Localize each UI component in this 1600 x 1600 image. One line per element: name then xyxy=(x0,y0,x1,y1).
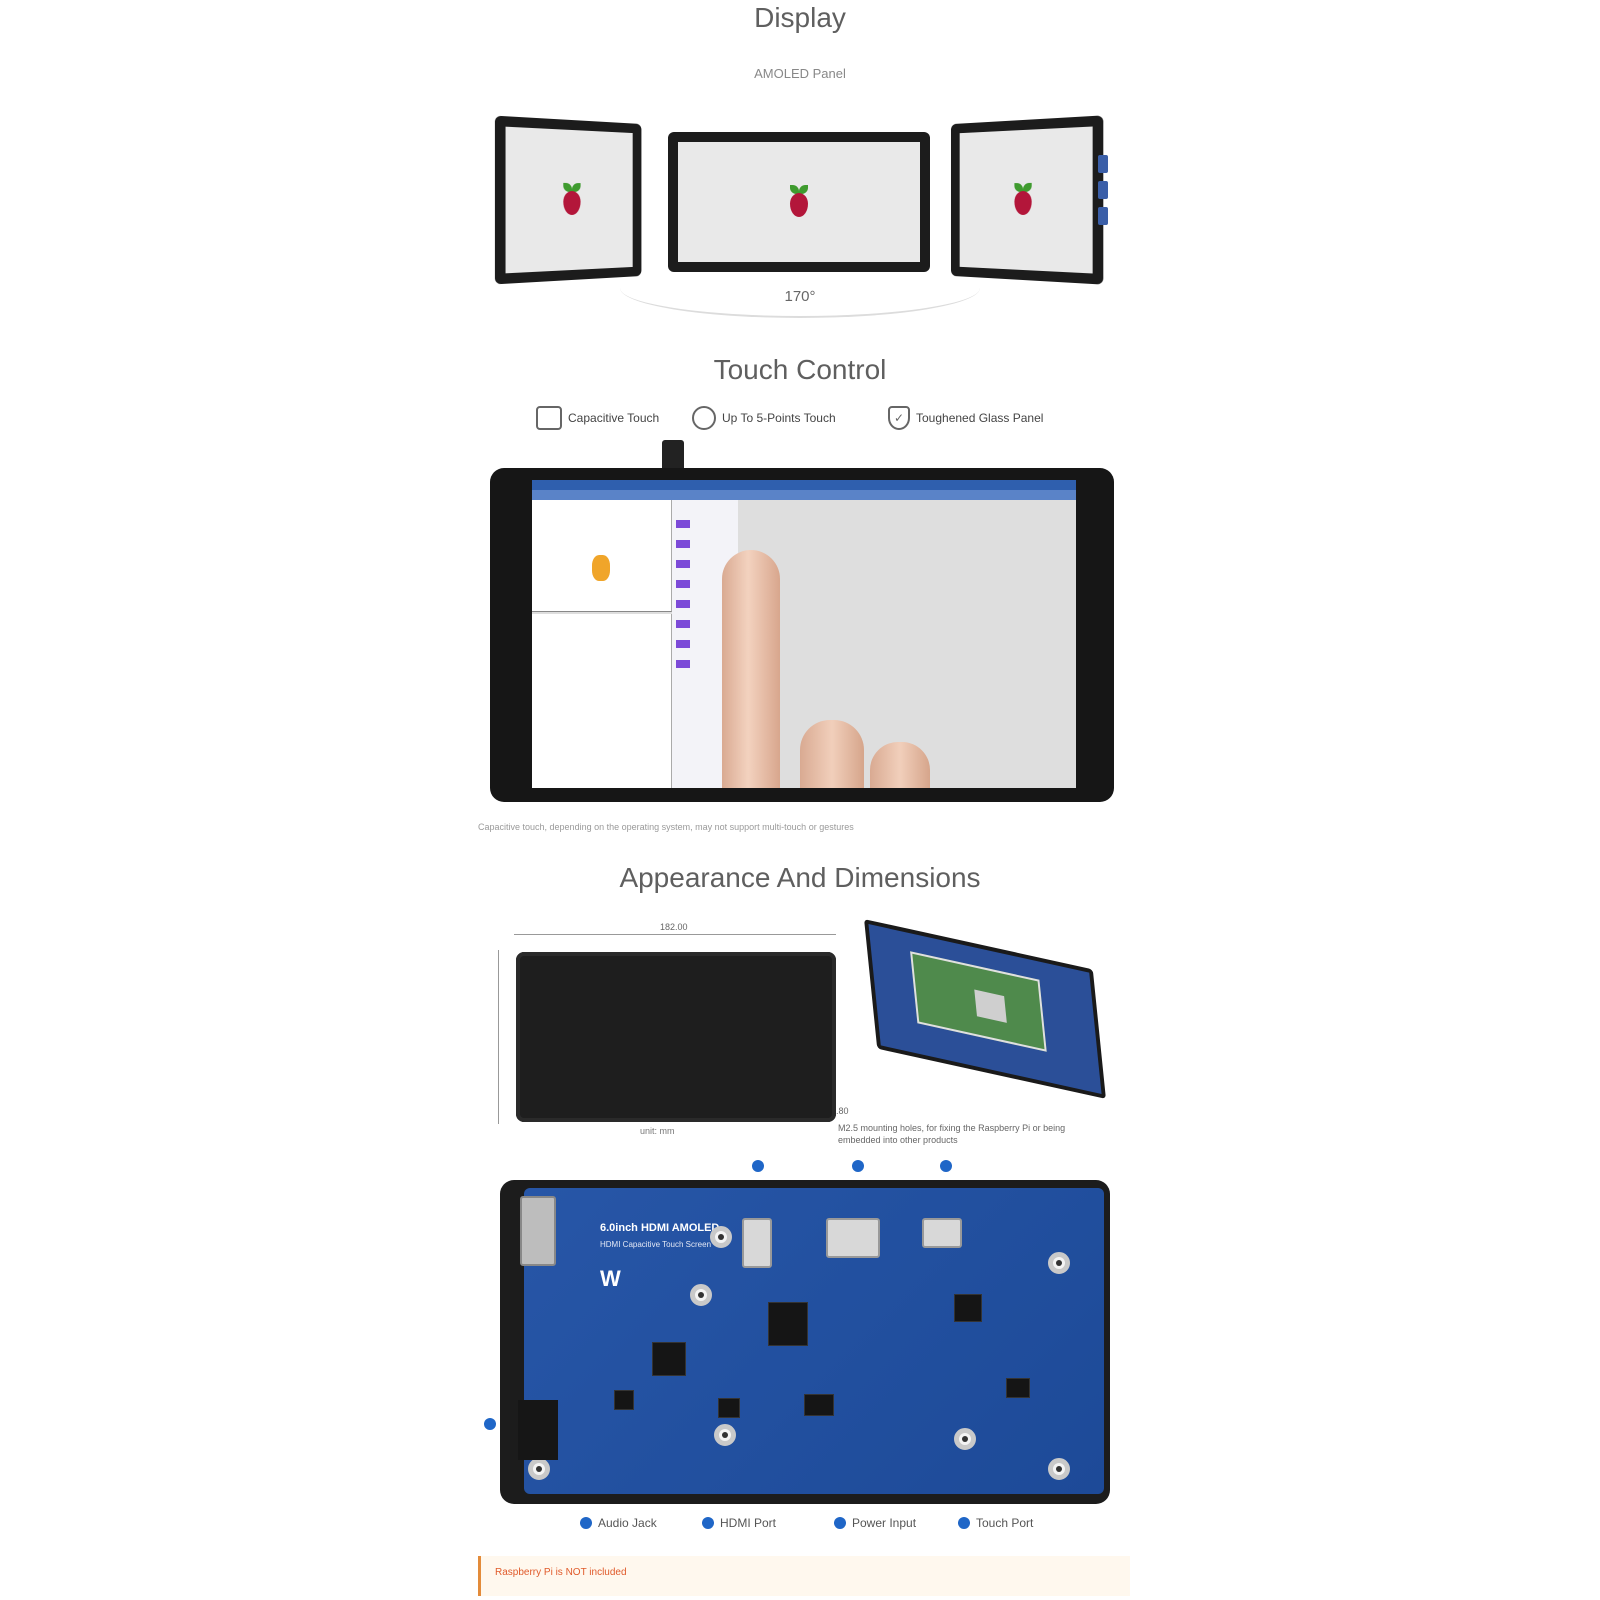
ic-chip xyxy=(768,1302,808,1346)
appearance-heading: Appearance And Dimensions xyxy=(619,862,981,893)
panel-center xyxy=(668,132,930,272)
feature-toughened-glass: ✓ Toughened Glass Panel xyxy=(888,406,1043,430)
legend-label: Touch Port xyxy=(976,1516,1034,1530)
touch-footnote: Capacitive touch, depending on the opera… xyxy=(478,822,854,832)
mounting-hole xyxy=(1048,1252,1070,1274)
callout-marker xyxy=(752,1160,764,1172)
mounting-hole xyxy=(710,1226,732,1248)
side-ports xyxy=(1098,155,1108,265)
legend-label: Power Input xyxy=(852,1516,917,1530)
device-screen xyxy=(532,480,1076,788)
raspberry-logo-icon xyxy=(789,185,809,219)
panel-screen xyxy=(678,142,920,262)
sprite-list-pane xyxy=(532,614,672,788)
viewing-angle-label: 170° xyxy=(784,288,816,305)
finger-photo xyxy=(722,550,780,788)
legend-label: Audio Jack xyxy=(598,1516,657,1530)
side-connector xyxy=(518,1400,558,1460)
chip xyxy=(974,989,1007,1023)
callout-marker xyxy=(484,1418,496,1430)
pcb-board: 6.0inch HDMI AMOLED HDMI Capacitive Touc… xyxy=(524,1188,1104,1494)
legend-marker xyxy=(702,1517,714,1529)
raspberry-logo-icon xyxy=(562,182,581,217)
legend-touch-port: Touch Port xyxy=(958,1516,1033,1530)
legend-marker xyxy=(834,1517,846,1529)
hdmi-port xyxy=(826,1218,880,1258)
feature-label: Toughened Glass Panel xyxy=(916,411,1044,425)
dimension-line-height xyxy=(498,950,499,1124)
display-subtitle: AMOLED Panel xyxy=(754,66,846,81)
raspberry-pi-board xyxy=(910,951,1047,1052)
legend-power-input: Power Input xyxy=(834,1516,916,1530)
dimension-drawing: 182.00 4-Ø2.80 xyxy=(490,922,849,1134)
dimension-screen xyxy=(516,952,836,1122)
pcb-back-photo: 6.0inch HDMI AMOLED HDMI Capacitive Touc… xyxy=(500,1180,1110,1504)
legend-hdmi-port: HDMI Port xyxy=(702,1516,776,1530)
audio-jack-port xyxy=(742,1218,772,1268)
sprite-icon xyxy=(592,555,610,581)
stage-pane xyxy=(532,500,672,612)
legend-marker xyxy=(580,1517,592,1529)
app-toolbar xyxy=(532,490,1076,500)
feature-capacitive-touch: Capacitive Touch xyxy=(536,406,659,430)
panel-screen xyxy=(505,126,633,274)
dimension-line-width xyxy=(514,934,836,935)
callout-marker xyxy=(940,1160,952,1172)
display-heading: Display xyxy=(754,2,846,33)
power-knob xyxy=(662,440,684,470)
shield-check-icon: ✓ xyxy=(888,406,910,430)
mounting-hole xyxy=(954,1428,976,1450)
touch-display-device xyxy=(490,468,1114,802)
feature-multi-touch: Up To 5-Points Touch xyxy=(692,406,836,430)
app-menubar xyxy=(532,480,1076,490)
legend-marker xyxy=(958,1517,970,1529)
ic-chip xyxy=(718,1398,740,1418)
finger-photo xyxy=(800,720,864,788)
dimension-width-label: 182.00 xyxy=(660,922,688,932)
viewing-angle-arc xyxy=(620,258,980,318)
feature-label: Capacitive Touch xyxy=(568,411,660,425)
feature-label: Up To 5-Points Touch xyxy=(722,411,836,425)
unit-caption: unit: mm xyxy=(640,1126,675,1136)
mounting-hole xyxy=(1048,1458,1070,1480)
legend-label: HDMI Port xyxy=(720,1516,777,1530)
ic-chip xyxy=(804,1394,834,1416)
board-title: 6.0inch HDMI AMOLED xyxy=(600,1222,720,1234)
touch-port xyxy=(520,1196,556,1266)
multi-touch-hand-icon xyxy=(692,406,716,430)
back-view-photo xyxy=(864,919,1106,1099)
mounting-caption: M2.5 mounting holes, for fixing the Rasp… xyxy=(838,1123,1066,1145)
waveshare-logo: W xyxy=(600,1266,621,1291)
mounting-hole xyxy=(714,1424,736,1446)
touch-heading: Touch Control xyxy=(713,354,887,385)
mounting-hole xyxy=(528,1458,550,1480)
ic-chip xyxy=(954,1294,982,1322)
note-banner: Raspberry Pi is NOT included xyxy=(478,1556,1130,1596)
note-text: Raspberry Pi is NOT included xyxy=(495,1567,627,1578)
power-input-port xyxy=(922,1218,962,1248)
board-subtitle: HDMI Capacitive Touch Screen xyxy=(600,1240,712,1249)
touch-screen-icon xyxy=(536,406,562,430)
callout-marker xyxy=(852,1160,864,1172)
raspberry-logo-icon xyxy=(1013,182,1032,217)
panel-screen xyxy=(959,126,1093,274)
mounting-hole xyxy=(690,1284,712,1306)
ic-chip xyxy=(614,1390,634,1410)
ic-chip xyxy=(652,1342,686,1376)
finger-photo xyxy=(870,742,930,788)
legend-audio-jack: Audio Jack xyxy=(580,1516,657,1530)
ic-chip xyxy=(1006,1378,1030,1398)
